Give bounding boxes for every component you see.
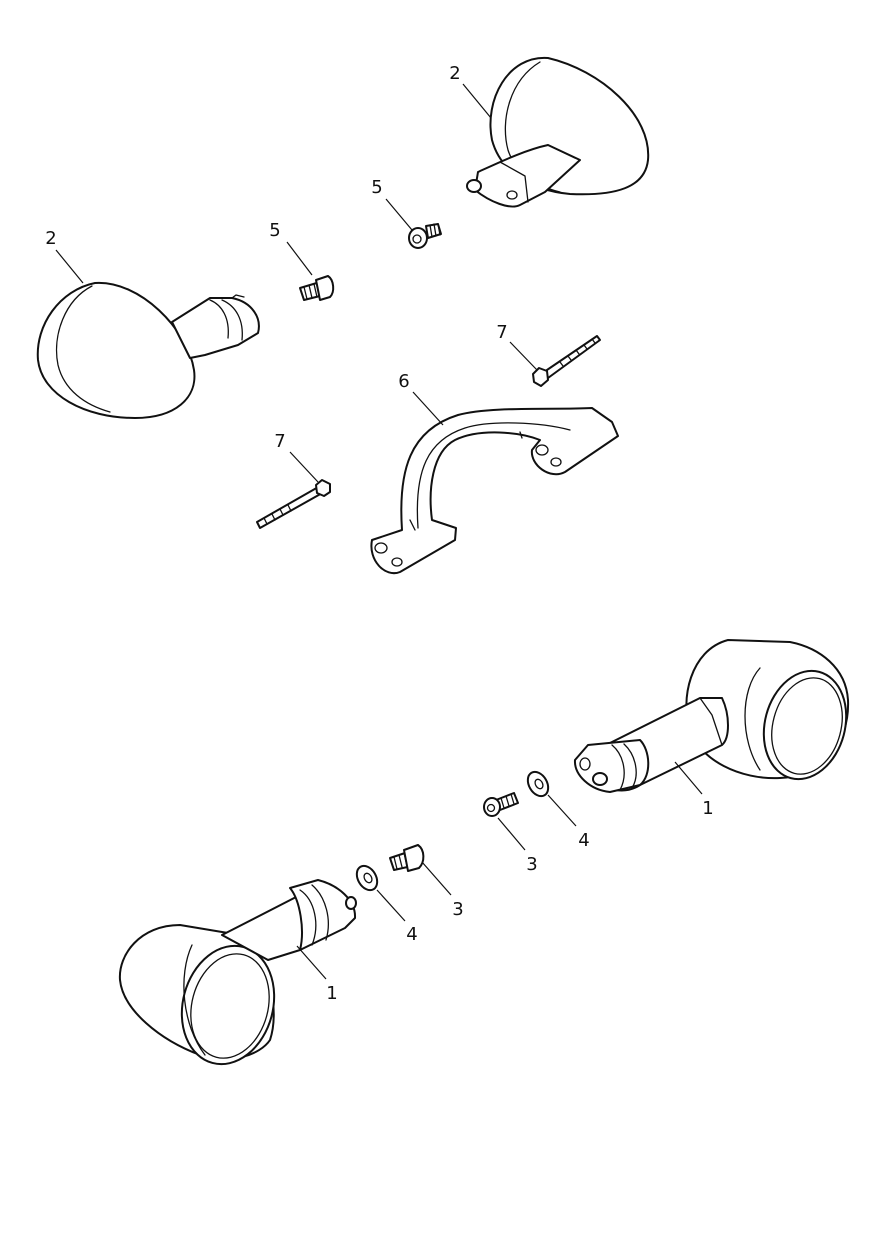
callout-2-top: 2 xyxy=(449,63,460,84)
screw-3-left xyxy=(389,844,425,872)
callout-6: 6 xyxy=(398,371,409,392)
washer-4-right xyxy=(526,770,550,798)
callout-7-upper: 7 xyxy=(496,322,507,343)
callout-7-lower: 7 xyxy=(274,431,285,452)
screw-3-right xyxy=(483,792,519,817)
callout-1-left: 1 xyxy=(326,983,337,1004)
callout-3-right: 3 xyxy=(526,854,537,875)
bracket-6 xyxy=(370,407,619,575)
indicator-rear-left xyxy=(118,879,357,1066)
bolt-7-upper xyxy=(532,335,601,387)
washer-4-left xyxy=(355,864,379,892)
callout-3-left: 3 xyxy=(452,899,463,920)
callout-4-left: 4 xyxy=(406,924,417,945)
indicator-front-left xyxy=(36,281,260,419)
callout-4-right: 4 xyxy=(578,830,589,851)
screw-5-lower xyxy=(299,275,335,301)
indicator-front-right xyxy=(466,56,650,208)
leader-lines xyxy=(55,83,703,980)
callout-2-left: 2 xyxy=(45,228,56,249)
bolt-7-lower xyxy=(256,479,331,529)
callout-5-lower: 5 xyxy=(269,220,280,241)
callout-labels: 2 5 5 2 7 6 7 1 4 3 3 4 1 xyxy=(45,63,713,1004)
callout-5-upper: 5 xyxy=(371,177,382,198)
screw-5-upper xyxy=(408,223,442,249)
callout-1-right: 1 xyxy=(702,798,713,819)
indicator-rear-right xyxy=(573,639,850,793)
